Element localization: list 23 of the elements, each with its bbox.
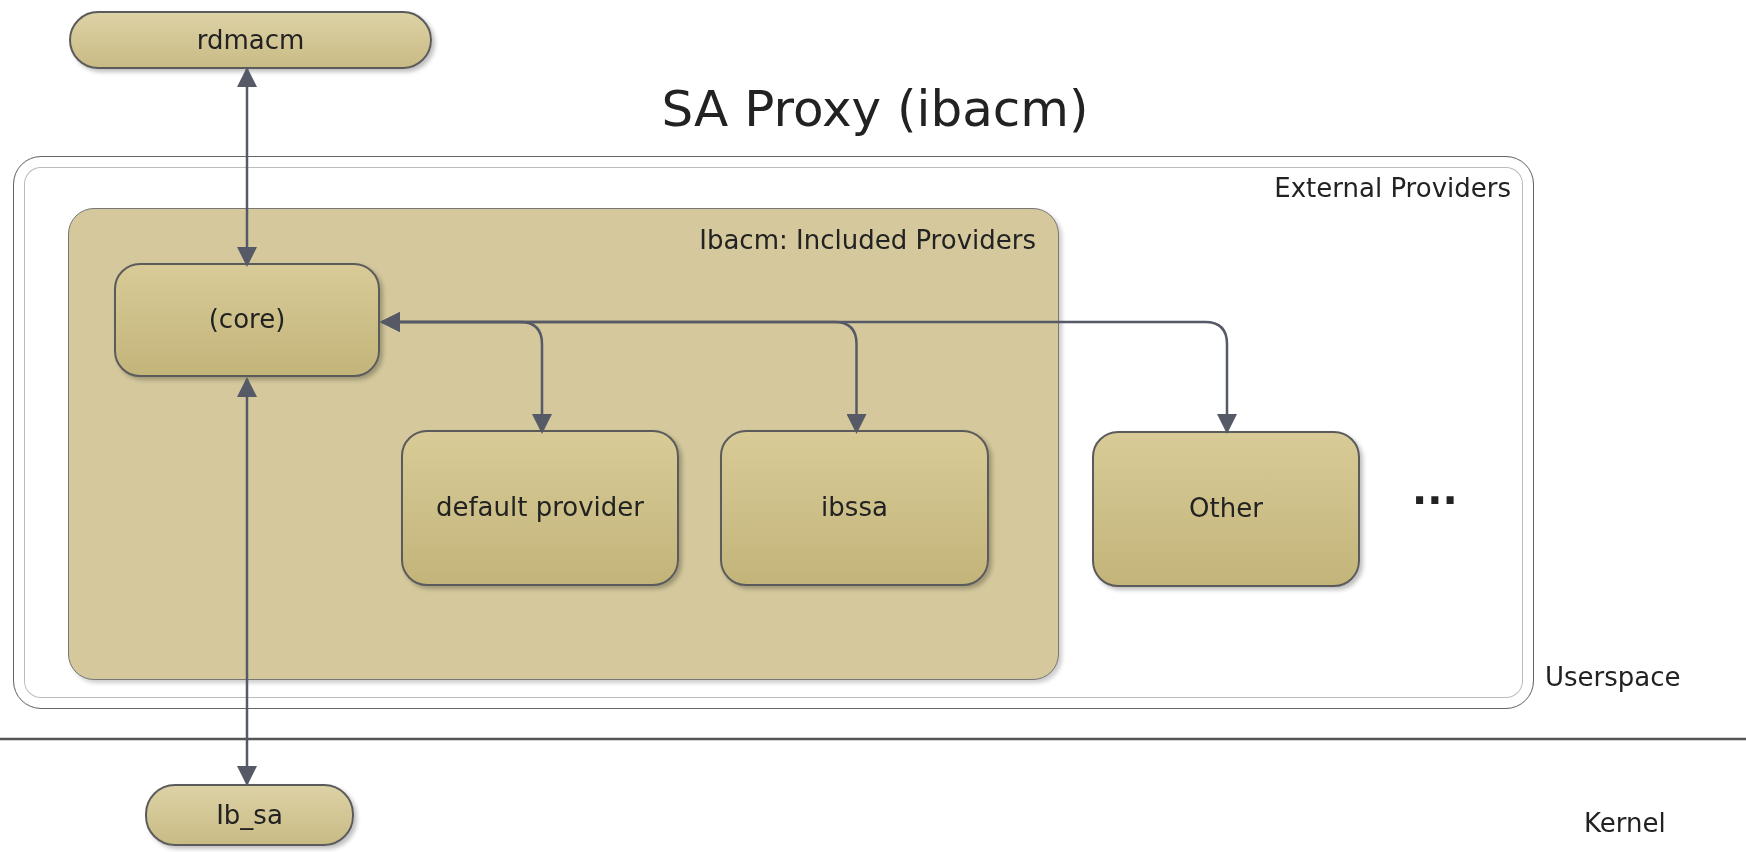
box-label: (core) xyxy=(208,303,286,337)
region-label: Userspace xyxy=(1545,662,1681,692)
box-label: rdmacm xyxy=(196,25,305,55)
diagram-title: SA Proxy (ibacm) xyxy=(660,80,1090,138)
box-label: Ib_sa xyxy=(216,800,283,830)
connector-arrow xyxy=(380,312,1237,434)
region-label: Kernel xyxy=(1584,808,1666,838)
process-box xyxy=(114,263,380,377)
ellipsis-label: ... xyxy=(1412,467,1458,513)
box-label: ibssa xyxy=(821,491,888,525)
box-label: default provider xyxy=(435,491,645,525)
connector-arrow xyxy=(237,377,257,786)
connector-arrow xyxy=(237,67,257,267)
box-label: Other xyxy=(1189,492,1263,526)
group-heading: Ibacm: Included Providers xyxy=(699,225,1036,255)
process-box xyxy=(720,430,989,586)
component-pill xyxy=(69,11,432,69)
provider-group xyxy=(68,208,1059,680)
process-box xyxy=(401,430,679,586)
group-heading: External Providers xyxy=(1274,173,1511,203)
process-box xyxy=(1092,431,1360,587)
component-pill xyxy=(145,784,354,846)
userspace-container xyxy=(13,156,1534,709)
